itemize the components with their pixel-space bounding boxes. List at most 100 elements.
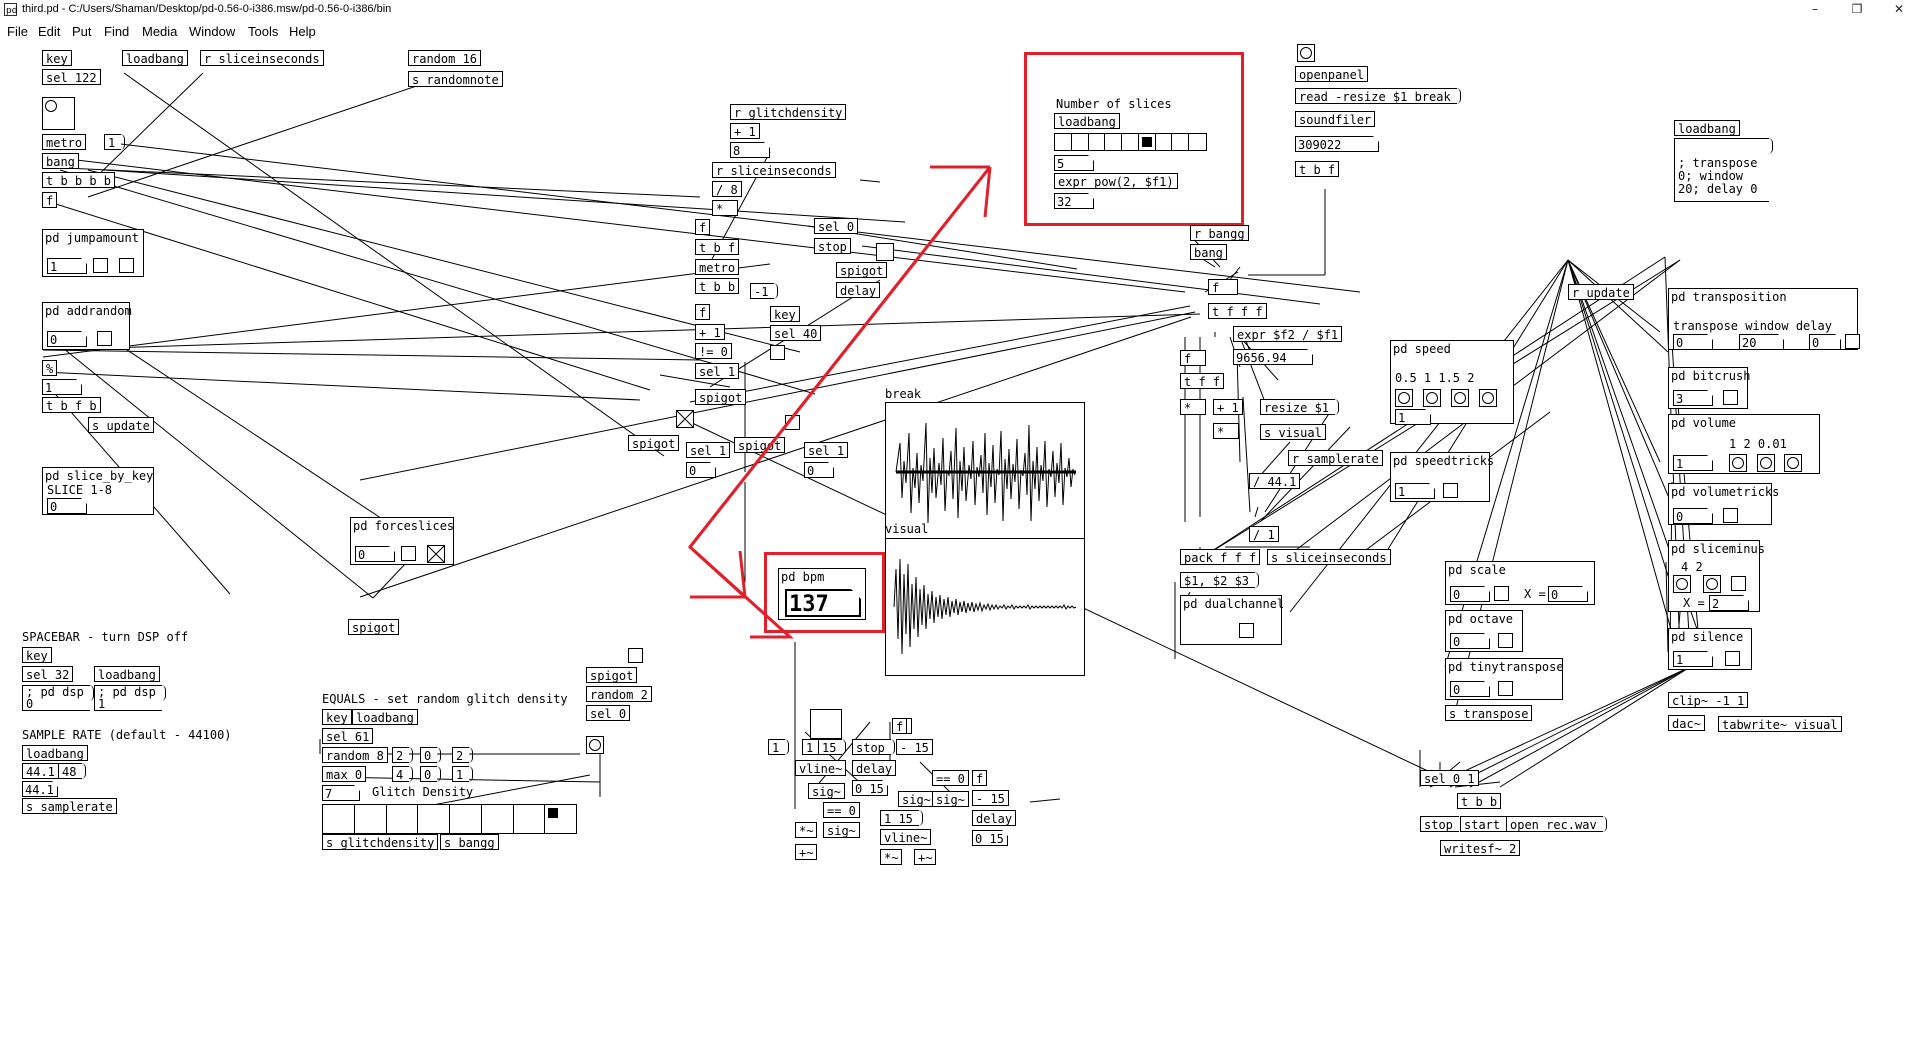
vline-object[interactable]: vline~ [795,760,847,776]
stop-message[interactable]: stop [1420,816,1463,832]
subpatch-sliceminus[interactable]: pd sliceminus 4 2 X = 2 [1668,540,1765,612]
toggle-box[interactable] [1731,576,1746,591]
expr-pow-object[interactable]: expr pow(2, $f1) [1054,173,1178,189]
dsp-off-message[interactable]: ; pd dsp 0 [22,685,94,711]
menu-media[interactable]: Media [142,24,178,39]
trigger-bf[interactable]: t b f [1295,161,1340,177]
trigger-bfb[interactable]: t b f b [42,397,101,413]
message-1[interactable]: 1 [802,739,824,755]
toggle-box[interactable] [97,331,112,346]
menu-put[interactable]: Put [72,24,92,39]
clip-object[interactable]: clip~ -1 1 [1668,692,1749,708]
trigger-fff[interactable]: t f f f [1208,303,1267,319]
slice-count-radio[interactable] [1054,133,1207,151]
stop-message[interactable]: stop [814,238,851,254]
not-equal-0-object[interactable]: != 0 [695,343,732,359]
plus-1-object[interactable]: + 1 [695,324,725,340]
multiply-object[interactable]: * [1213,423,1239,439]
message-0[interactable]: 0 [420,766,442,782]
subpatch-speedtricks[interactable]: pd speedtricks 1 [1390,452,1494,502]
multiply-object[interactable]: * [712,200,738,216]
number-box[interactable]: 5 [1054,155,1094,171]
sel-0-1-object[interactable]: sel 0 1 [1420,770,1479,786]
float-object[interactable]: f [892,718,908,734]
number-box[interactable]: 2 [1709,595,1749,611]
sel-1-object[interactable]: sel 1 [686,442,731,458]
message-1[interactable]: 1 [452,766,474,782]
bang-object[interactable]: bang [42,153,79,169]
loadbang-object[interactable]: loadbang [1054,113,1120,129]
toggle-box[interactable] [770,345,785,360]
add-signal[interactable]: +~ [795,844,818,860]
array-visual-waveform[interactable] [885,538,1085,676]
random-16-object[interactable]: random 16 [408,50,482,66]
spigot-object[interactable]: spigot [628,435,680,451]
metro-object[interactable]: metro [695,259,740,275]
samplerate-441-message[interactable]: 44.1 [22,763,65,779]
trigger-bbbb[interactable]: t b b b b [42,172,116,188]
delay-object[interactable]: delay [836,282,881,298]
toggle-box[interactable] [1498,633,1513,648]
bang-button[interactable] [42,97,75,130]
menu-window[interactable]: Window [189,24,236,39]
array-break-waveform[interactable] [885,402,1085,542]
number-box[interactable]: 32 [1054,193,1094,209]
bang-button[interactable] [1479,389,1497,407]
subpatch-scale[interactable]: pd scale 0 X = 0 [1445,561,1595,605]
subpatch-addrandom[interactable]: pd addrandom 0 [42,302,132,350]
trigger-bb[interactable]: t b b [1457,793,1502,809]
number-box[interactable]: 8 [730,142,770,158]
subpatch-bpm[interactable]: pd bpm 137 [778,568,866,620]
divide-8-object[interactable]: / 8 [712,181,742,197]
key-object[interactable]: key [22,647,52,663]
subpatch-transposition[interactable]: pd transposition transpose window delay … [1668,288,1860,350]
dac-object[interactable]: dac~ [1668,715,1705,731]
send-glitchdensity[interactable]: s glitchdensity [322,834,439,850]
subpatch-tinytranspose[interactable]: pd tinytranspose 0 [1445,658,1564,700]
number-box[interactable]: 1 [1673,455,1713,471]
maximize-button[interactable]: ❐ [1851,2,1863,16]
plus-1-object[interactable]: + 1 [730,123,760,139]
toggle-box[interactable] [1239,623,1254,638]
send-bangg[interactable]: s bangg [440,834,499,850]
loadbang-object[interactable]: loadbang [352,709,418,725]
bang-button[interactable] [1703,575,1721,593]
menu-tools[interactable]: Tools [248,24,279,39]
divide-1-object[interactable]: / 1 [1249,526,1279,542]
receive-bangg[interactable]: r bangg [1190,225,1249,241]
message-4[interactable]: 4 [392,766,414,782]
soundfiler-object[interactable]: soundfiler [1295,111,1376,127]
sel-32-object[interactable]: sel 32 [22,666,74,682]
max-0-object[interactable]: max 0 [322,766,367,782]
subpatch-forceslices[interactable]: pd forceslices 0 [350,517,454,565]
receive-sliceinseconds[interactable]: r sliceinseconds [712,162,836,178]
vline-object[interactable]: vline~ [880,829,932,845]
toggle-box[interactable] [1723,508,1738,523]
bang-button[interactable] [586,736,604,754]
toggle-box[interactable] [93,258,108,273]
message-2[interactable]: 2 [452,747,474,763]
key-object[interactable]: key [42,50,72,66]
sig-object[interactable]: sig~ [823,822,860,838]
spigot-object[interactable]: spigot [348,619,400,635]
number-box[interactable]: 0 [1450,681,1490,697]
key-object[interactable]: key [322,709,352,725]
multiply-signal[interactable]: *~ [795,822,818,838]
close-button[interactable]: ✕ [1893,2,1905,16]
number-box[interactable]: 1 [1395,483,1435,499]
subpatch-octave[interactable]: pd octave 0 [1445,610,1523,652]
pack-fff-object[interactable]: pack f f f [1180,549,1261,565]
bang-button[interactable] [1423,389,1441,407]
number-box[interactable]: 0 15 [852,780,888,796]
subpatch-dualchannel[interactable]: pd dualchannel [1180,595,1284,645]
message-15[interactable]: 15 [818,739,847,755]
float-object[interactable]: f [1208,279,1238,295]
bang-button[interactable] [1297,44,1315,62]
send-sliceinseconds[interactable]: s sliceinseconds [1267,549,1391,565]
number-box[interactable]: 3 [1673,390,1713,406]
writesf-object[interactable]: writesf~ 2 [1440,840,1521,856]
toggle-box[interactable] [119,258,134,273]
tabwrite-visual[interactable]: tabwrite~ visual [1718,716,1842,732]
message-1[interactable]: 1 [768,739,790,755]
float-object[interactable]: f [695,304,711,320]
